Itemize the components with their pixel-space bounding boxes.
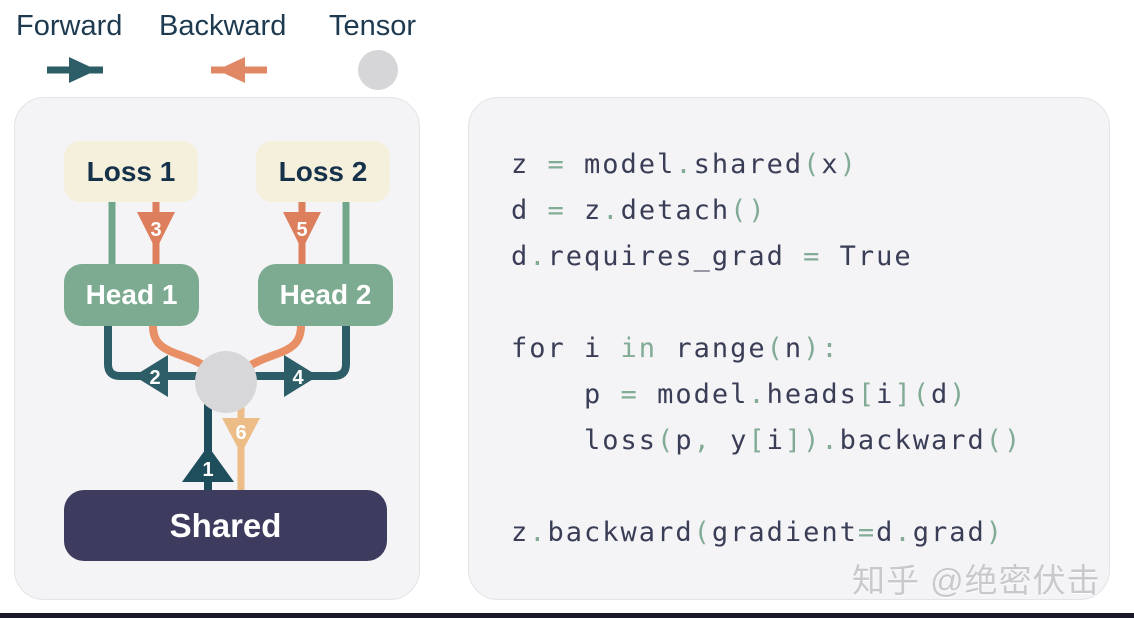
code-line: d = z.detach() bbox=[511, 195, 767, 226]
backward-arrowhead-5 bbox=[283, 212, 321, 250]
backward-arrowhead-3 bbox=[137, 212, 175, 250]
step-label-4: 4 bbox=[292, 367, 304, 389]
step-label-6: 6 bbox=[235, 422, 246, 444]
forward-arrowhead-2 bbox=[134, 355, 168, 397]
tensor-circle-icon bbox=[358, 50, 398, 90]
backward-arrowhead-6 bbox=[222, 418, 260, 454]
code-line: for i in range(n): bbox=[511, 333, 840, 364]
loss1-box: Loss 1 bbox=[64, 141, 198, 202]
head1-box: Head 1 bbox=[64, 264, 199, 326]
code-line bbox=[511, 464, 1022, 510]
code-line: p = model.heads[i](d) bbox=[511, 379, 968, 410]
forward-path-tensor-head2 bbox=[226, 326, 350, 380]
step-label-1: 1 bbox=[202, 459, 213, 481]
bottom-bar bbox=[0, 613, 1134, 618]
step-label-3: 3 bbox=[150, 219, 161, 241]
code-line: d.requires_grad = True bbox=[511, 241, 913, 272]
diagram-panel: 1 2 3 4 5 6 Loss 1 Loss 2 Head 1 Head 2 … bbox=[14, 97, 420, 600]
code-line: loss(p, y[i]).backward() bbox=[511, 425, 1023, 456]
legend-backward-label: Backward bbox=[159, 10, 287, 42]
code-line bbox=[511, 280, 1022, 326]
head2-box: Head 2 bbox=[258, 264, 393, 326]
forward-arrowhead-1 bbox=[182, 446, 234, 482]
shared-box: Shared bbox=[64, 490, 387, 561]
step-label-5: 5 bbox=[296, 219, 307, 241]
code-line: z.backward(gradient=d.grad) bbox=[511, 517, 1004, 548]
code-line: z = model.shared(x) bbox=[511, 149, 858, 180]
legend-forward-label: Forward bbox=[16, 10, 123, 42]
forward-arrow-icon bbox=[47, 57, 103, 83]
step-label-2: 2 bbox=[149, 367, 160, 389]
forward-arrowhead-4 bbox=[284, 355, 318, 397]
code-block: z = model.shared(x) d = z.detach() d.requi… bbox=[511, 142, 1022, 556]
watermark: 知乎 @绝密伏击 bbox=[852, 562, 1101, 599]
legend-tensor-label: Tensor bbox=[329, 10, 417, 42]
backward-arrow-icon bbox=[211, 57, 267, 83]
code-panel: z = model.shared(x) d = z.detach() d.requi… bbox=[468, 97, 1110, 600]
loss2-box: Loss 2 bbox=[256, 141, 390, 202]
tensor-node bbox=[195, 351, 257, 413]
flow-connectors: 1 2 3 4 5 6 bbox=[104, 201, 350, 490]
forward-path-tensor-head1 bbox=[104, 326, 226, 380]
